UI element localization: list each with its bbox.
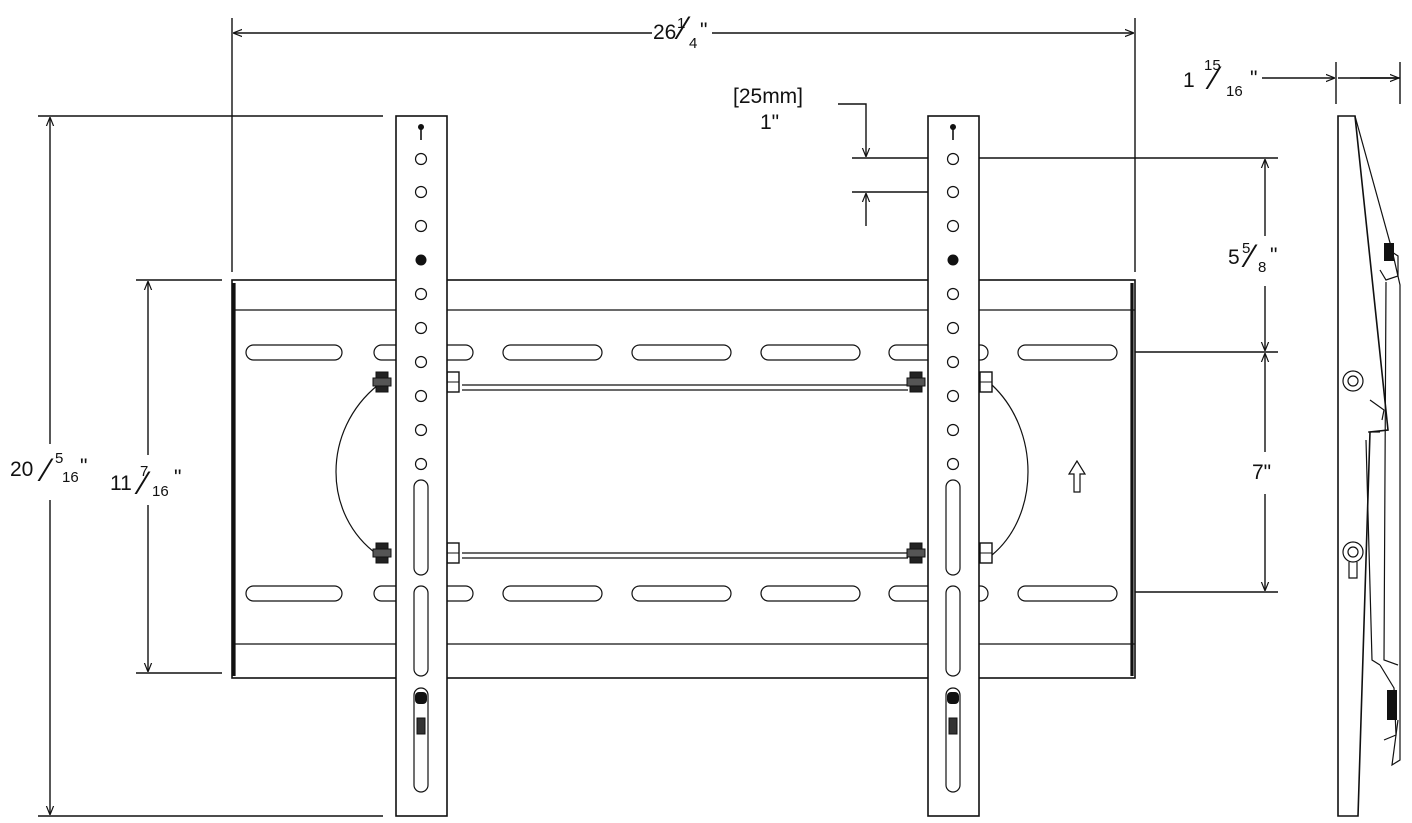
lower-slot-row xyxy=(245,585,1118,602)
overall-height-numerator: 5 xyxy=(55,450,64,467)
wall-plate xyxy=(231,279,1136,679)
depth-numerator: 15 xyxy=(1204,57,1221,74)
depth-denominator: 16 xyxy=(1226,83,1243,100)
upper-slot-row xyxy=(245,344,1118,361)
upper-span-denominator: 8 xyxy=(1258,259,1267,276)
overall-width-whole: 26 xyxy=(653,21,677,44)
overall-height-unit: " xyxy=(80,455,88,478)
overall-width-unit: " xyxy=(700,19,708,42)
depth-unit: " xyxy=(1250,67,1258,90)
depth-whole: 1 xyxy=(1183,69,1195,92)
overall-width-denominator: 4 xyxy=(689,35,698,52)
bolt-icon xyxy=(372,371,993,564)
plate-height-whole: 11 xyxy=(110,472,132,495)
overall-width-numerator: 1 xyxy=(677,15,686,32)
right-bracket xyxy=(927,115,980,817)
dimension-lines xyxy=(38,18,1401,817)
slot-spacing-label: 7" xyxy=(1252,461,1272,484)
left-bracket xyxy=(395,115,448,817)
up-arrow-icon xyxy=(1067,459,1087,493)
connecting-rods xyxy=(335,384,1029,559)
plate-height-unit: " xyxy=(174,466,182,489)
hole-pitch-metric: [25mm] xyxy=(733,85,804,108)
plate-height-numerator: 7 xyxy=(140,463,149,480)
overall-height-denominator: 16 xyxy=(62,469,79,486)
upper-span-whole: 5 xyxy=(1228,246,1240,269)
upper-span-unit: " xyxy=(1270,244,1278,267)
hole-pitch-imperial: 1" xyxy=(760,111,780,134)
side-profile-view xyxy=(1337,115,1401,817)
overall-height-whole: 20 xyxy=(10,458,34,481)
upper-span-numerator: 5 xyxy=(1242,240,1251,257)
plate-height-denominator: 16 xyxy=(152,483,169,500)
